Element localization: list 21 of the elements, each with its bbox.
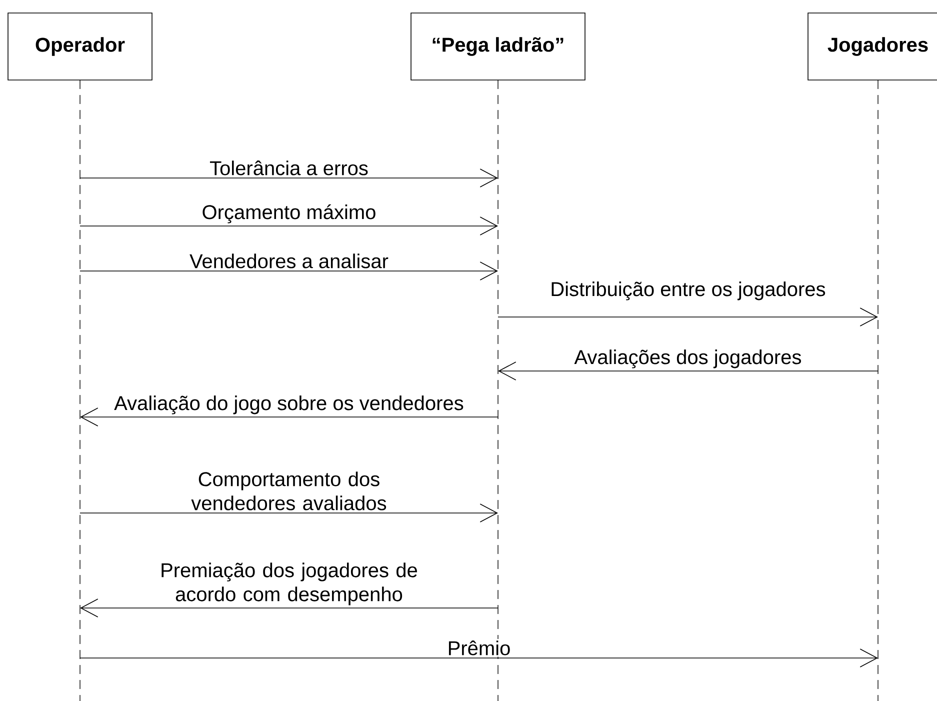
message-arrow <box>80 168 498 188</box>
lifeline-header-box: Jogadores <box>808 12 937 80</box>
message-arrow <box>498 362 878 380</box>
lifeline-header-box: Operador <box>8 12 152 80</box>
message-arrow <box>80 504 498 522</box>
lifeline-header-box: “Pega ladrão” <box>410 12 586 80</box>
message-label: Comportamento dos vendedores avaliados <box>191 472 386 510</box>
message-label: Avaliação do jogo sobre os vendedores <box>114 396 464 414</box>
message-label: Distribuição entre os jogadores <box>552 282 826 300</box>
message-arrow <box>498 308 878 326</box>
message-arrow <box>80 648 878 668</box>
message-label: Orçamento máximo <box>202 204 376 224</box>
message-arrow <box>80 408 498 426</box>
message-label: Tolerância a erros <box>210 160 368 176</box>
message-arrow <box>80 262 498 280</box>
message-label: Prêmio <box>448 640 510 656</box>
message-label: Vendedores a analisar <box>190 254 388 268</box>
message-arrow <box>80 598 498 618</box>
message-label: Premiação dos jogadores de acordo com desempenho <box>162 562 417 606</box>
message-arrow <box>80 216 498 236</box>
message-label: Avaliações dos jogadores <box>574 350 801 368</box>
